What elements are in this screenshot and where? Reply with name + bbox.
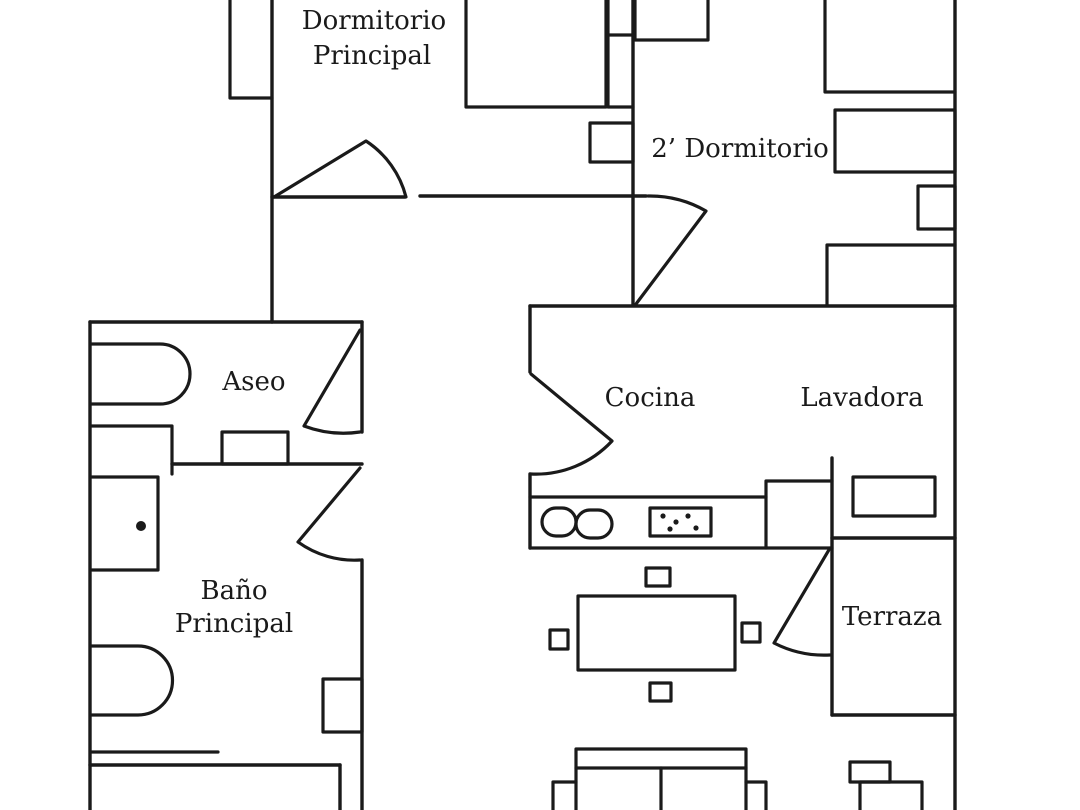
label-second-bedroom: 2’ Dormitorio bbox=[651, 134, 828, 164]
burner-icon bbox=[673, 519, 679, 525]
armchair-base bbox=[858, 780, 924, 810]
second-bedroom-furniture bbox=[588, 0, 957, 307]
walls bbox=[88, 0, 957, 810]
cabinet-bath bbox=[321, 677, 364, 734]
shower-bath bbox=[90, 475, 160, 572]
sofa bbox=[574, 747, 748, 810]
kitchen-counter bbox=[528, 495, 834, 550]
bed-second-bedroom-lower bbox=[833, 108, 957, 174]
door-kitchen bbox=[529, 372, 614, 476]
dining-chair-left bbox=[548, 628, 570, 651]
label-toilet: Aseo bbox=[221, 367, 285, 397]
label-kitchen: Cocina bbox=[605, 383, 696, 413]
bathtub-aseo bbox=[90, 342, 192, 406]
burner-icon bbox=[693, 525, 699, 531]
sink-aseo bbox=[90, 424, 174, 476]
dining-chair-bottom bbox=[648, 681, 673, 703]
washing-machine bbox=[851, 475, 937, 518]
door-terrace bbox=[772, 546, 832, 657]
sink-kitchen-left bbox=[540, 506, 578, 538]
fridge bbox=[764, 479, 834, 550]
label-laundry: Lavadora bbox=[800, 383, 923, 413]
sofa-arm-left bbox=[551, 780, 578, 810]
label-main-bathroom-line1: Baño bbox=[200, 576, 267, 606]
desk-second-bedroom bbox=[633, 0, 710, 42]
door-aseo bbox=[302, 328, 362, 435]
chair-second-bedroom bbox=[588, 121, 635, 164]
dining-chair-right bbox=[740, 621, 762, 644]
bathroom-fixtures bbox=[90, 342, 364, 754]
label-main-bathroom-line2: Principal bbox=[175, 609, 293, 639]
bathtub-bath bbox=[90, 644, 175, 717]
master-bedroom-furniture bbox=[228, 0, 635, 109]
nightstand-second-bedroom bbox=[916, 184, 957, 231]
sofa-arm-right bbox=[744, 780, 768, 810]
dining-table bbox=[576, 594, 737, 672]
burner-icon bbox=[660, 513, 666, 519]
door-bathroom bbox=[296, 466, 362, 562]
burner-icon bbox=[685, 513, 691, 519]
nightstand-master-lower bbox=[606, 33, 635, 109]
nightstand-master bbox=[606, 0, 635, 37]
wardrobe-master bbox=[228, 0, 274, 100]
armchair bbox=[848, 760, 892, 784]
door-master-bedroom bbox=[272, 139, 408, 199]
toilet-aseo bbox=[220, 430, 290, 466]
dining-furniture bbox=[548, 566, 924, 810]
door-second-bedroom bbox=[634, 194, 708, 306]
doors bbox=[272, 139, 832, 657]
room-labels: Dormitorio Principal 2’ Dormitorio Aseo … bbox=[175, 6, 942, 639]
dining-chair-top bbox=[644, 566, 672, 588]
label-terrace: Terraza bbox=[842, 602, 942, 632]
stove-kitchen bbox=[648, 506, 713, 538]
bed-second-bedroom bbox=[823, 0, 957, 94]
burner-icon bbox=[667, 526, 673, 532]
drain-icon bbox=[136, 521, 146, 531]
kitchen-furniture bbox=[528, 475, 937, 550]
wardrobe-second-bedroom bbox=[825, 243, 957, 307]
label-master-bedroom-line2: Principal bbox=[313, 41, 431, 71]
sink-kitchen-right bbox=[574, 508, 614, 540]
bed-master bbox=[464, 0, 608, 109]
label-master-bedroom-line1: Dormitorio bbox=[302, 6, 446, 36]
